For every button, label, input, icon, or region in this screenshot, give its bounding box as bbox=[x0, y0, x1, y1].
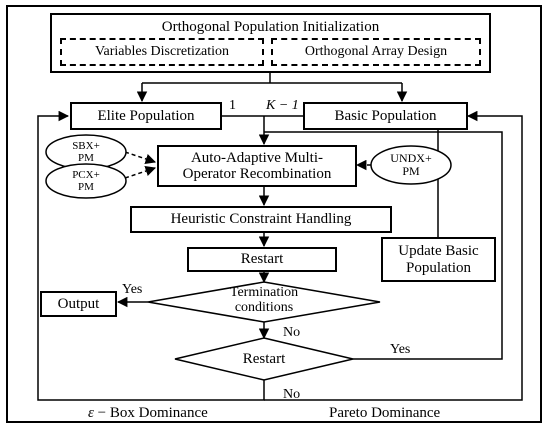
footer-pareto-dominance: Pareto Dominance bbox=[329, 405, 441, 421]
termination-diamond-shape bbox=[147, 281, 381, 323]
termination-label: Termination conditions bbox=[229, 285, 299, 316]
restart-box: Restart bbox=[187, 247, 337, 272]
pcx-ellipse bbox=[45, 163, 127, 199]
edge-label-one: 1 bbox=[229, 98, 236, 113]
basic-population-box: Basic Population bbox=[303, 102, 468, 130]
line-restart-yes bbox=[264, 131, 503, 360]
constraint-handling-box: Heuristic Constraint Handling bbox=[130, 206, 392, 233]
restart-diamond-label: Restart bbox=[242, 351, 286, 367]
recombination-box: Auto-Adaptive Multi- Operator Recombinat… bbox=[157, 145, 357, 187]
orthogonal-array-box: Orthogonal Array Design bbox=[271, 38, 481, 66]
line-restart-no-loop bbox=[37, 110, 265, 401]
output-box: Output bbox=[40, 291, 117, 317]
update-basic-population-box: Update Basic Population bbox=[381, 237, 496, 282]
no-termination-label: No bbox=[283, 325, 301, 340]
pcx-label: PCX+PM bbox=[72, 169, 100, 194]
yes-termination-label: Yes bbox=[122, 282, 143, 297]
variables-discretization-box: Variables Discretization bbox=[60, 38, 264, 66]
diagram-frame bbox=[6, 5, 542, 423]
undx-ellipse bbox=[370, 145, 452, 185]
epsilon-symbol: ε bbox=[88, 405, 94, 421]
arrow-sbx bbox=[124, 151, 156, 164]
sbx-label: SBX+PM bbox=[72, 140, 100, 165]
edge-label-k-minus-one: K − 1 bbox=[266, 98, 299, 113]
arrow-pcx bbox=[124, 166, 156, 179]
restart-diamond-shape bbox=[174, 337, 354, 381]
line-basic-feedback bbox=[264, 110, 523, 401]
elite-population-box: Elite Population bbox=[70, 102, 222, 130]
no-restart-label: No bbox=[283, 387, 301, 402]
init-title: Orthogonal Population Initialization bbox=[161, 19, 380, 35]
footer-box-dominance: ε − Box Dominance bbox=[88, 405, 208, 422]
yes-restart-label: Yes bbox=[390, 342, 411, 357]
box-dominance-text: − Box Dominance bbox=[97, 405, 208, 421]
undx-label: UNDX+PM bbox=[390, 151, 432, 179]
